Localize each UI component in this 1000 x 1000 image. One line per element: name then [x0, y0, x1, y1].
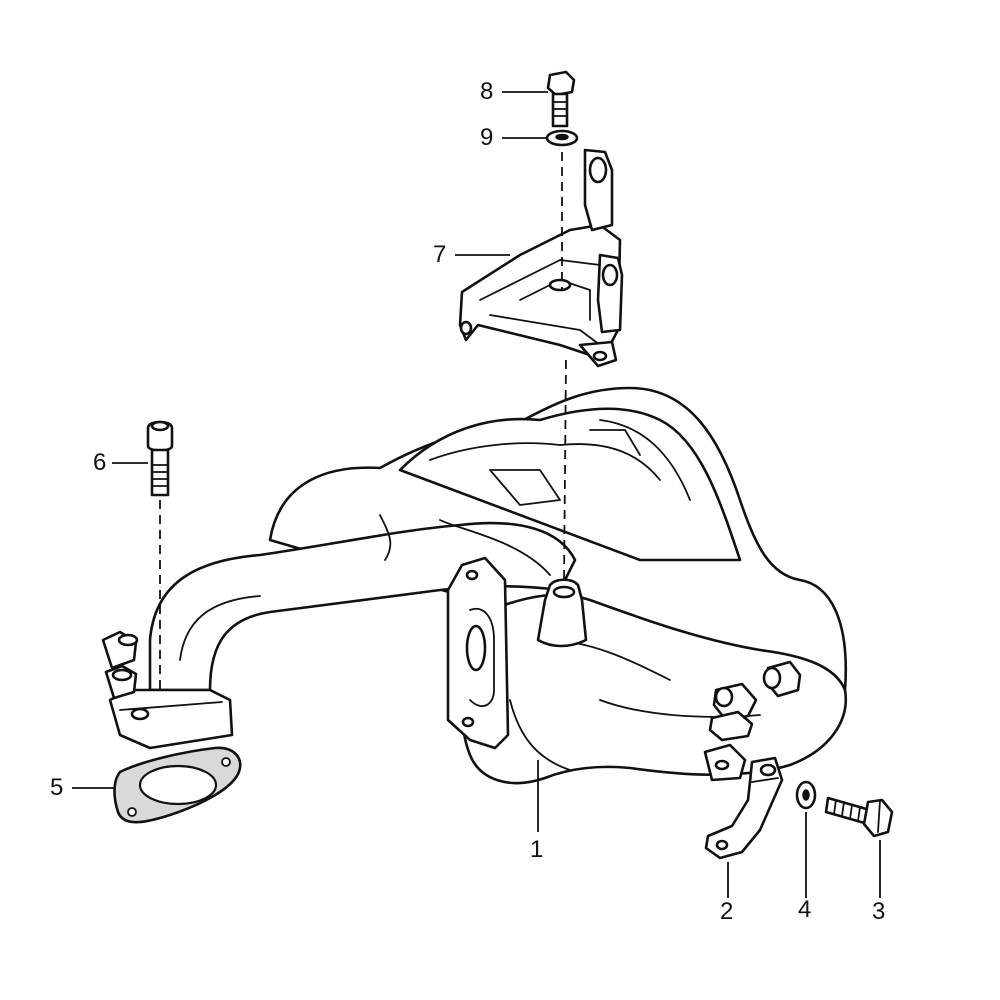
callout-9: 9 [480, 124, 494, 151]
callout-4: 4 [798, 896, 812, 923]
socket-head-bolt [146, 420, 174, 497]
washer [795, 780, 817, 810]
callout-2: 2 [720, 898, 734, 925]
intake-manifold [101, 386, 848, 785]
hex-bolt-top [546, 70, 576, 128]
callout-8: 8 [480, 78, 494, 105]
callout-6: 6 [93, 449, 107, 476]
assembly-line-center [563, 359, 567, 583]
washer-top [545, 129, 579, 147]
callout-7: 7 [433, 241, 447, 268]
mounting-bracket [458, 148, 624, 368]
flange-gasket [113, 746, 242, 824]
callout-5: 5 [50, 774, 64, 801]
callout-1: 1 [530, 836, 544, 863]
bracket [704, 756, 784, 860]
callout-3: 3 [872, 898, 886, 925]
hex-bolt [824, 796, 894, 838]
